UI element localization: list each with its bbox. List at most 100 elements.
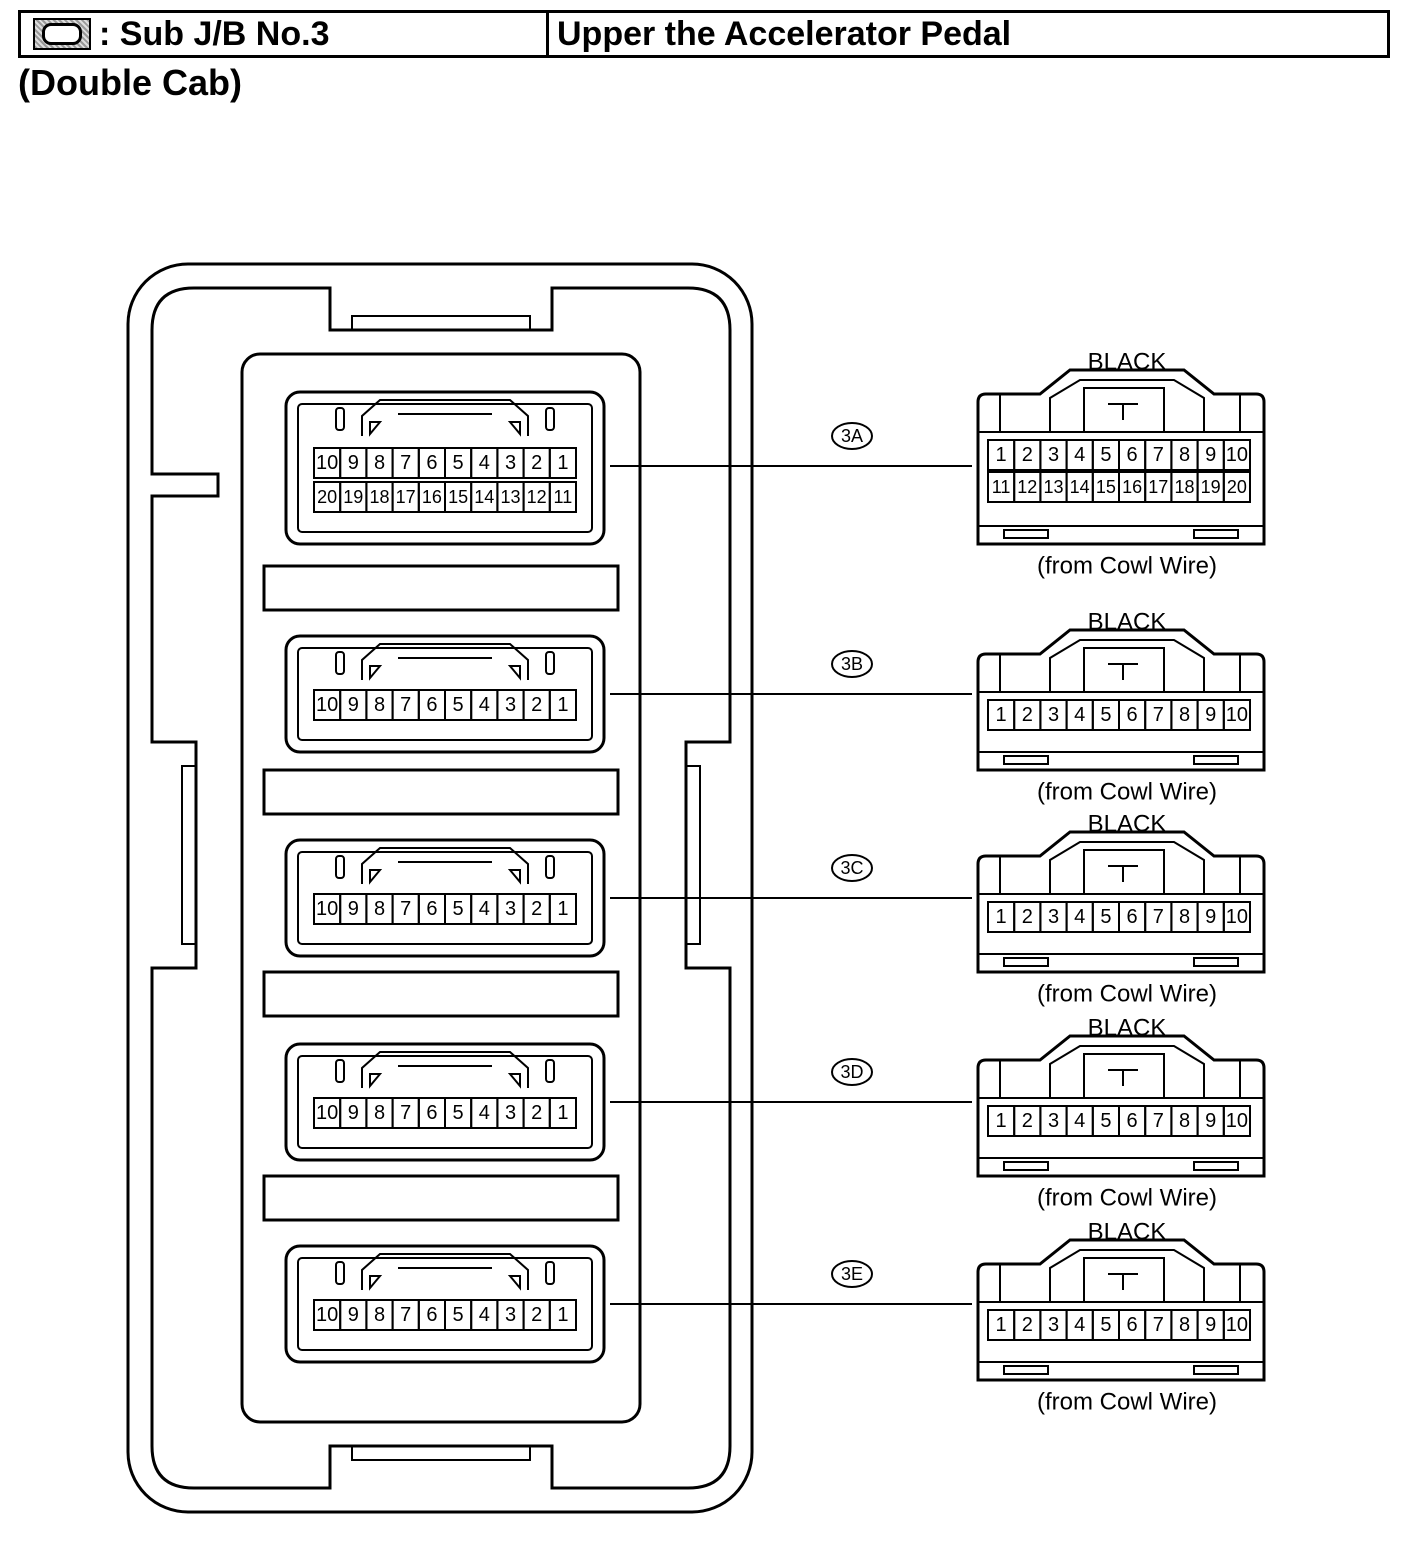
plug-pin-label: 8 [1179, 704, 1190, 726]
block-pin-label: 2 [531, 1304, 542, 1326]
plug-pin-label: 6 [1127, 704, 1138, 726]
block-socket-inner [297, 851, 593, 945]
plug-foot-left [1003, 1161, 1049, 1171]
block-pin-label: 10 [316, 452, 338, 474]
block-pin-label: 5 [453, 1102, 464, 1124]
block-pin-label: 8 [374, 1102, 385, 1124]
block-pin-label: 9 [348, 1304, 359, 1326]
block-pin-label: 3 [505, 694, 516, 716]
plug-pin-label: 9 [1205, 704, 1216, 726]
plug-pin-cell [1222, 699, 1252, 731]
plug-pin-label: 12 [1017, 477, 1037, 497]
plug-pin-label: 5 [1100, 1314, 1111, 1336]
block-pin-label: 2 [531, 1102, 542, 1124]
housing-inner-outline [150, 286, 732, 1490]
block-pin-label: 4 [479, 452, 490, 474]
plug-foot-right [1193, 755, 1239, 765]
plug-pin-label: 10 [1226, 444, 1248, 466]
block-pin-label: 5 [453, 898, 464, 920]
plug-foot-left [1003, 957, 1049, 967]
socket-notch-left [369, 1073, 383, 1089]
junction-block-housing [126, 262, 754, 1514]
block-pin-label: 6 [426, 694, 437, 716]
block-pin-label: 9 [348, 694, 359, 716]
socket-clip-right [545, 651, 555, 675]
plug-pin-label: 18 [1174, 477, 1194, 497]
socket-notch-right [507, 1073, 521, 1089]
plug-pin-cell [1222, 901, 1252, 933]
plug-pin-label: 8 [1179, 444, 1190, 466]
connector-source-label: (from Cowl Wire) [1037, 1185, 1217, 1212]
connector-code-label: 3C [840, 858, 863, 878]
plug-foot-right [1193, 1161, 1239, 1171]
plug-pin-label: 1 [996, 1314, 1007, 1336]
block-pin-label: 6 [426, 898, 437, 920]
plug-pin-label: 7 [1153, 1314, 1164, 1336]
plug-pin-label: 9 [1205, 1110, 1216, 1132]
connector-panel [240, 352, 642, 1424]
plug-pin-label: 3 [1048, 906, 1059, 928]
block-pin-label: 1 [557, 1304, 568, 1326]
block-pin-label: 1 [557, 898, 568, 920]
plug-pin-label: 15 [1096, 477, 1116, 497]
connector-code-label: 3E [841, 1264, 863, 1284]
top-latch [351, 315, 531, 331]
socket-notch-right [507, 421, 521, 437]
bottom-latch [351, 1445, 531, 1461]
socket-clip-left [335, 1261, 345, 1285]
plug-pin-label: 1 [996, 444, 1007, 466]
socket-clip-right [545, 1261, 555, 1285]
plug-pin-label: 6 [1127, 1314, 1138, 1336]
plug-pin-label: 1 [996, 906, 1007, 928]
plug-pin-label: 1 [996, 704, 1007, 726]
socket-key-hood [361, 643, 529, 680]
socket-notch-left [369, 665, 383, 681]
socket-notch-right [507, 1275, 521, 1291]
plug-pin-label: 7 [1153, 906, 1164, 928]
block-socket-outline [284, 634, 606, 754]
plug-pin-label: 6 [1127, 1110, 1138, 1132]
block-pin-label: 2 [531, 694, 542, 716]
block-pin-cell [548, 893, 577, 925]
plug-outline [976, 1238, 1266, 1382]
plug-pin-label: 16 [1122, 477, 1142, 497]
code-badge-oval [831, 1058, 873, 1086]
plug-pin-label: 10 [1226, 1110, 1248, 1132]
plug-foot-left [1003, 755, 1049, 765]
location-description: Upper the Accelerator Pedal [557, 14, 1012, 53]
connector-code-badge-3D: 3D [831, 1058, 873, 1086]
socket-clip-right [545, 407, 555, 431]
block-pin-label: 8 [374, 1304, 385, 1326]
plug-pin-label: 3 [1048, 444, 1059, 466]
plug-pin-label: 8 [1179, 1110, 1190, 1132]
connector-code-label: 3A [841, 426, 863, 446]
block-socket-outline [284, 838, 606, 958]
plug-lock-tab [1083, 387, 1165, 433]
block-pin-label: 3 [505, 1102, 516, 1124]
plug-pin-cell [1222, 1309, 1252, 1341]
socket-clip-left [335, 1059, 345, 1083]
plug-pin-label: 4 [1074, 1110, 1085, 1132]
plug-pin-label: 19 [1201, 477, 1221, 497]
block-pin-label: 5 [453, 1304, 464, 1326]
socket-clip-left [335, 407, 345, 431]
block-pin-cell [548, 1299, 577, 1331]
block-pin-label: 7 [400, 1102, 411, 1124]
socket-notch-right [507, 869, 521, 885]
block-pin-label: 3 [505, 1304, 516, 1326]
connector-source-label: (from Cowl Wire) [1037, 553, 1217, 580]
connector-code-badge-3E: 3E [831, 1260, 873, 1288]
plug-pin-label: 13 [1043, 477, 1063, 497]
block-pin-label: 4 [479, 898, 490, 920]
block-socket-inner [297, 1055, 593, 1149]
block-pin-label: 9 [348, 452, 359, 474]
block-pin-label: 11 [554, 487, 573, 507]
plug-pin-label: 5 [1100, 704, 1111, 726]
block-socket-inner [297, 647, 593, 741]
plug-pin-label: 10 [1226, 906, 1248, 928]
